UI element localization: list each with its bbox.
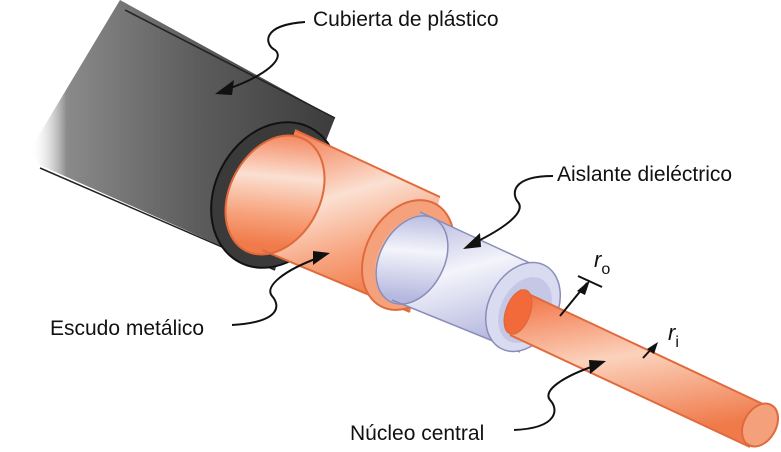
label-plastic-jacket: Cubierta de plástico [313,8,499,31]
central-core [503,289,780,448]
outer-radius-subscript: o [601,261,611,278]
leader-insulator [463,175,554,249]
inner-radius-subscript: i [675,334,679,351]
leader-shield [231,251,330,326]
outer-radius-symbol: r [594,247,602,272]
label-metal-shield: Escudo metálico [50,317,205,340]
label-dielectric-insulator: Aislante dieléctrico [557,163,733,186]
outer-radius-label: ro [594,249,610,278]
leader-jacket [215,21,306,95]
inner-radius-label: ri [668,322,679,351]
inner-radius-symbol: r [668,320,676,345]
label-central-core: Núcleo central [350,422,485,445]
outer-radius-marker [559,275,603,317]
leader-core [513,360,606,431]
inner-radius-marker [642,342,658,359]
